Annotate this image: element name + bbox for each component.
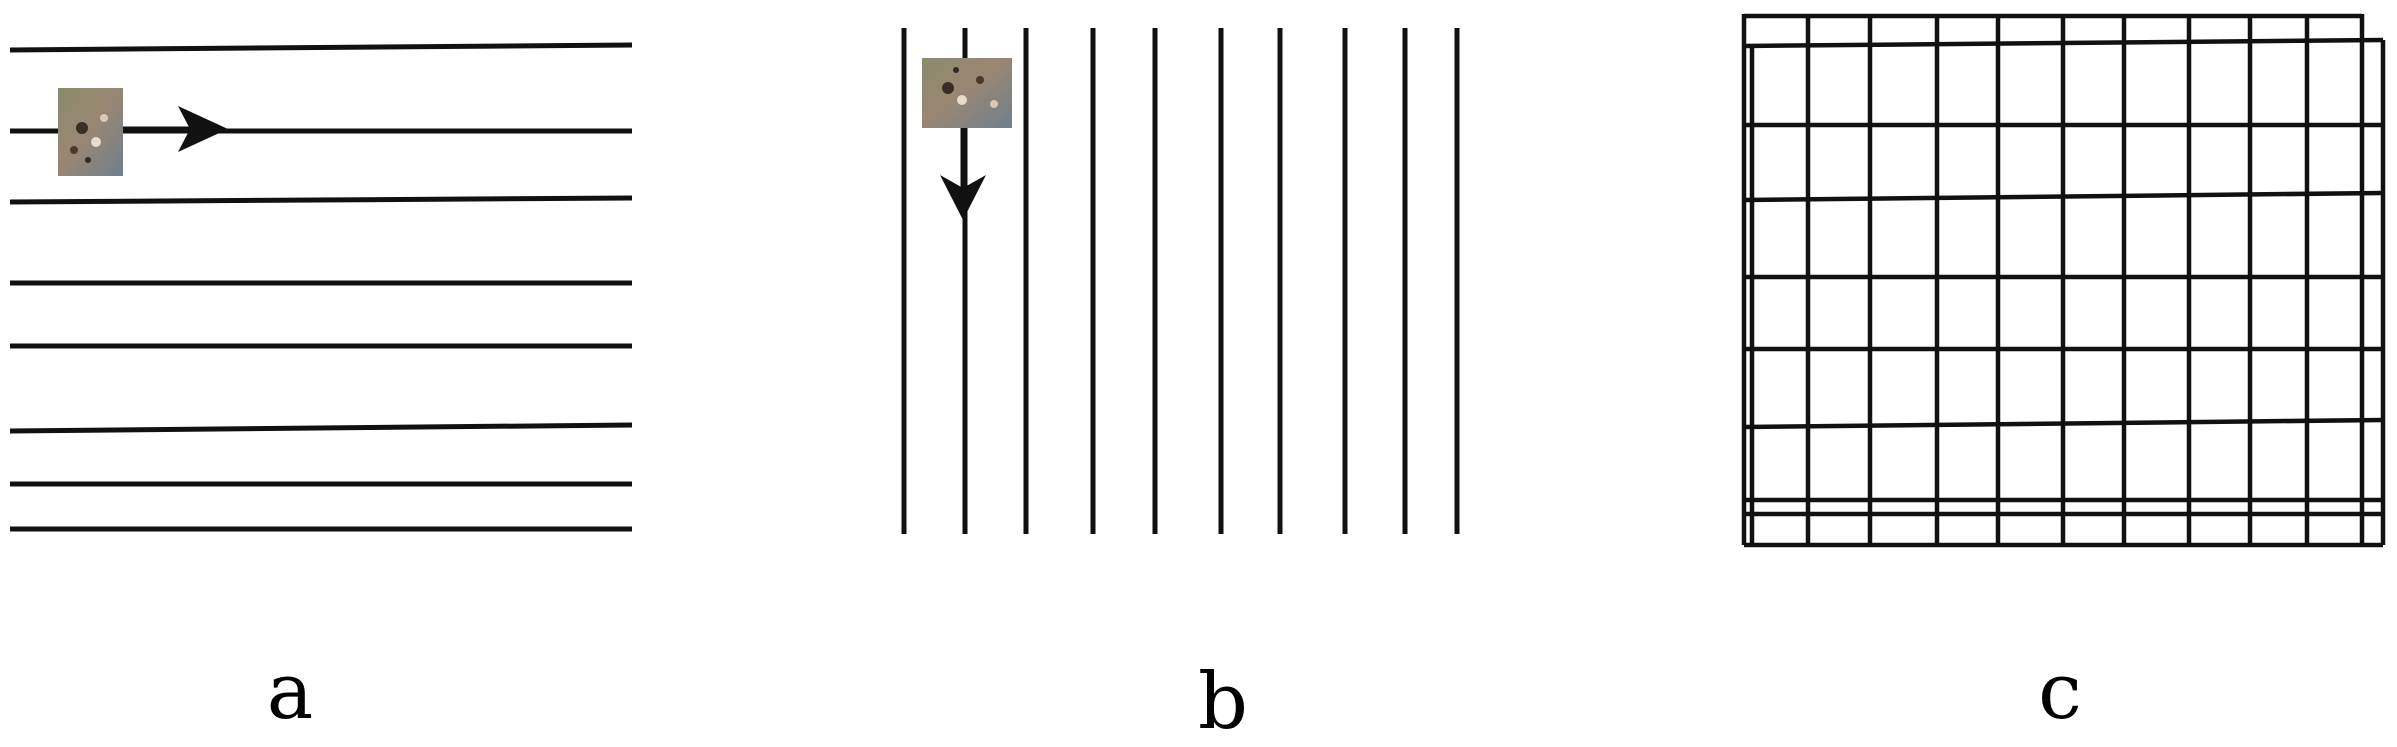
sample-image-tile <box>922 58 1012 128</box>
scan-direction-arrow-right <box>123 106 228 152</box>
panel-label-a: a <box>267 647 314 737</box>
panel-b: b <box>901 28 1460 747</box>
scan-direction-arrow-down <box>940 128 986 220</box>
scan-line <box>9 422 633 434</box>
panel-c-vertical-lines <box>1741 14 2386 545</box>
scan-line <box>9 42 633 53</box>
panel-c-horizontal-lines <box>1743 13 2384 548</box>
panel-label-c: c <box>2038 647 2082 737</box>
panel-c: c <box>1741 13 2386 737</box>
grid-line <box>1743 190 2384 203</box>
grid-line <box>1743 37 2384 49</box>
grid-line <box>1743 417 2384 430</box>
panel-a: a <box>9 42 633 737</box>
panel-label-b: b <box>1198 657 1248 747</box>
sample-image-tile <box>58 88 123 176</box>
scan-line <box>9 195 633 205</box>
